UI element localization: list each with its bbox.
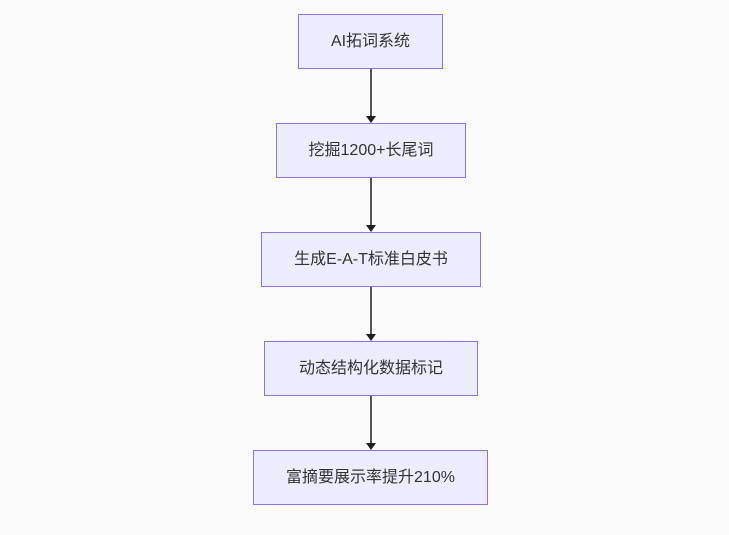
flow-node-label: 生成E-A-T标准白皮书	[294, 250, 448, 268]
flow-arrow-1-2 down-arrow-icon	[366, 69, 376, 123]
flow-node-label: 富摘要展示率提升210%	[286, 468, 455, 486]
flow-node-rich-snippet-rate: 富摘要展示率提升210%	[253, 450, 488, 505]
flow-node-eat-whitepaper: 生成E-A-T标准白皮书	[261, 232, 481, 287]
flow-node-label: AI拓词系统	[330, 32, 411, 50]
flow-arrow-4-5 down-arrow-icon	[366, 396, 376, 450]
flow-node-ai-word-system: AI拓词系统	[298, 14, 443, 69]
flow-node-label: 动态结构化数据标记	[298, 359, 443, 377]
flow-node-structured-data: 动态结构化数据标记	[264, 341, 478, 396]
flow-arrow-3-4 down-arrow-icon	[366, 287, 376, 341]
flow-node-longtail-mining: 挖掘1200+长尾词	[276, 123, 466, 178]
flow-arrow-2-3 down-arrow-icon	[366, 178, 376, 232]
flow-node-label: 挖掘1200+长尾词	[308, 141, 434, 159]
